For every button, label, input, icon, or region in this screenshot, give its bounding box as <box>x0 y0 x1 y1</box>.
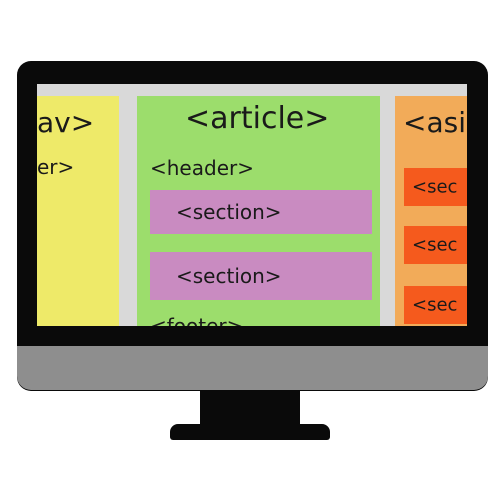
article-section-2: <section> <box>150 252 372 300</box>
article-header-label: <header> <box>150 156 254 180</box>
aside-section-label: <sec <box>412 294 458 316</box>
nav-sub-label: er> <box>37 155 75 179</box>
monitor-stand-base <box>170 424 330 440</box>
aside-section-3: <sec <box>404 286 467 324</box>
aside-section-1: <sec <box>404 168 467 206</box>
aside-section-label: <sec <box>412 234 458 256</box>
section-label: <section> <box>176 264 282 288</box>
article-footer-label: <footer> <box>150 314 244 326</box>
article-section-1: <section> <box>150 190 372 234</box>
monitor-chin <box>17 346 488 390</box>
nav-block <box>37 96 119 326</box>
monitor-stand-neck <box>200 390 300 426</box>
monitor-screen: av> er> <article> <header> <section> <se… <box>37 84 467 326</box>
aside-section-label: <sec <box>412 176 458 198</box>
aside-section-2: <sec <box>404 226 467 264</box>
aside-title: <asi <box>403 106 466 139</box>
section-label: <section> <box>176 200 282 224</box>
article-title: <article> <box>185 101 330 136</box>
nav-title: av> <box>37 106 95 139</box>
